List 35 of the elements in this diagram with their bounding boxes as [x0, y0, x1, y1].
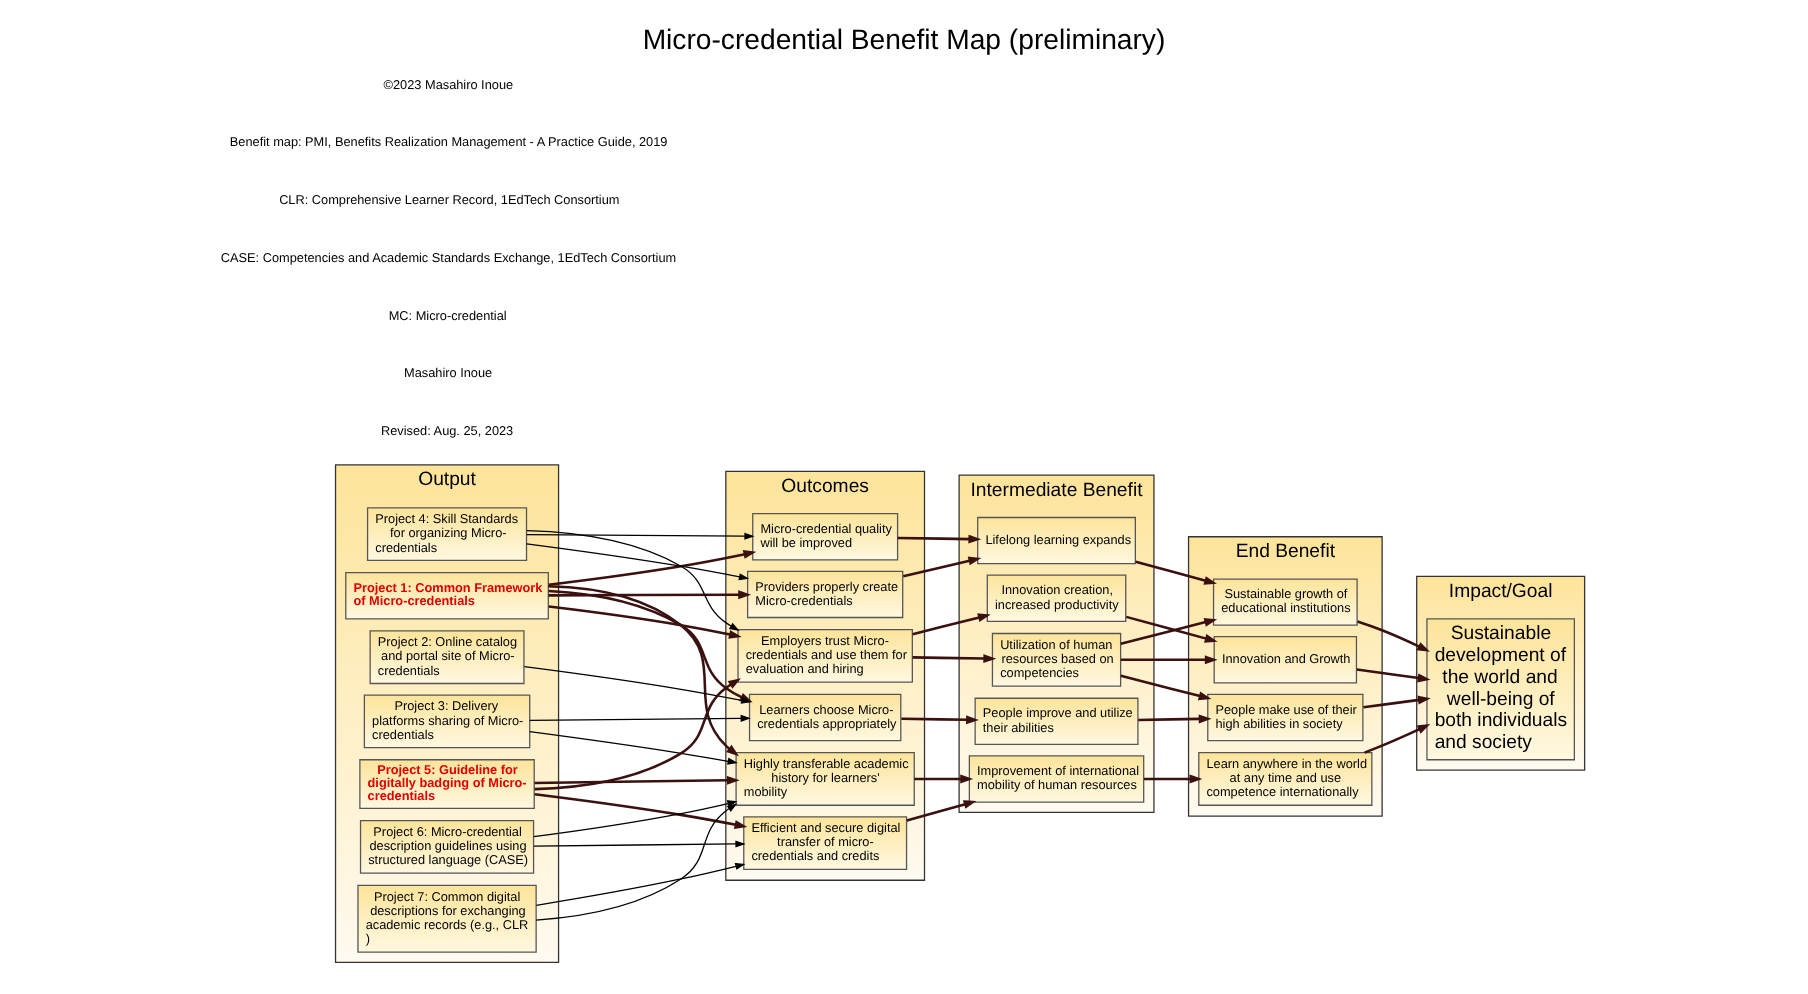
arrow [526, 530, 740, 632]
arrow [548, 550, 757, 586]
arrow [535, 803, 738, 921]
arrow [534, 775, 740, 785]
arrow [1144, 774, 1203, 784]
arrow [525, 543, 750, 581]
arrow [1363, 695, 1431, 709]
arrow [897, 534, 982, 544]
arrow [535, 862, 746, 906]
arrow [1356, 668, 1431, 683]
arrow [534, 792, 748, 829]
arrow [548, 605, 742, 639]
arrow [534, 678, 741, 791]
arrow [529, 714, 751, 722]
arrow [548, 584, 739, 757]
arrow [1120, 655, 1218, 665]
arrow [1138, 714, 1212, 724]
arrow [533, 800, 738, 838]
arrow [1135, 560, 1217, 585]
arrow [901, 715, 979, 725]
arrow [902, 556, 982, 578]
arrow [525, 532, 755, 540]
arrow [529, 731, 738, 765]
arrow [1125, 615, 1218, 643]
arrow [912, 654, 997, 664]
arrow [1364, 724, 1431, 754]
arrow [906, 800, 977, 822]
arrow [1120, 618, 1218, 645]
arrow [533, 840, 746, 848]
arrow [548, 590, 752, 600]
arrow [1120, 674, 1212, 701]
arrow [912, 613, 991, 636]
diagram-title: Micro-credential Benefit Map (preliminary) [642, 23, 1166, 56]
node-box: Sustainable development of the world and well-being of both individuals and society [1426, 618, 1575, 761]
arrow [914, 774, 974, 784]
